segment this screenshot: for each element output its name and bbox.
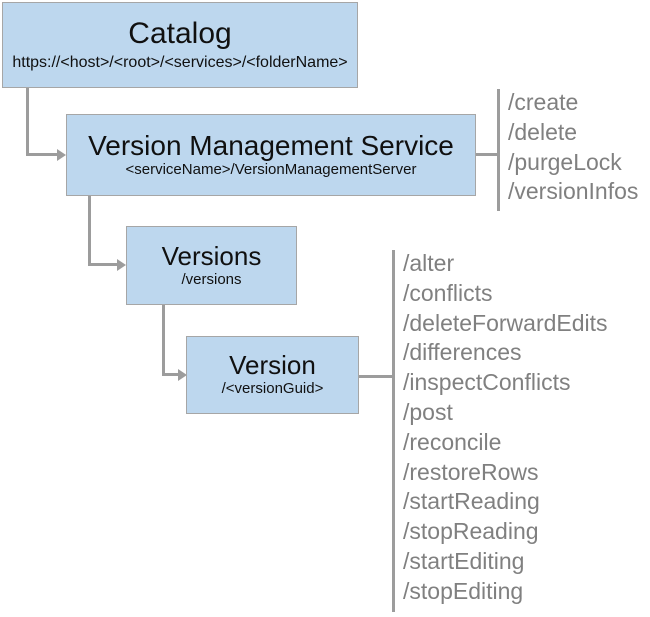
list-item: /differences — [403, 339, 522, 366]
list-item: /inspectConflicts — [403, 369, 571, 396]
list-item: /conflicts — [403, 279, 493, 306]
connector-versions-to-version-arm — [162, 373, 182, 376]
bracket-vms-operations — [497, 89, 500, 211]
list-item: /purgeLock — [508, 148, 622, 175]
list-item: /delete — [508, 118, 578, 145]
connector-versions-to-version-stem — [162, 305, 165, 375]
list-item: /create — [508, 89, 579, 115]
list-item: /reconcile — [403, 428, 502, 455]
node-versions-title: Versions — [161, 240, 262, 271]
list-item: /stopReading — [403, 518, 539, 545]
leader-line-version-operations — [359, 375, 394, 378]
list-item: /startReading — [403, 488, 540, 515]
node-version-management-service: Version Management Service <serviceName>… — [66, 114, 476, 196]
node-catalog-subtitle: https://<host>/<root>/<services>/<folder… — [12, 53, 348, 71]
connector-vms-to-versions-stem — [88, 196, 91, 265]
arrow-head-to-versions — [117, 259, 126, 271]
node-catalog: Catalog https://<host>/<root>/<services>… — [2, 2, 358, 88]
node-vms-title: Version Management Service — [88, 130, 454, 162]
list-item: /alter — [403, 250, 455, 276]
node-version: Version /<versionGuid> — [186, 336, 359, 414]
node-catalog-title: Catalog — [128, 17, 232, 51]
connector-catalog-to-vms-stem — [26, 88, 29, 156]
version-operations-list: /alter /conflicts /deleteForwardEdits /d… — [403, 249, 608, 607]
list-item: /startEditing — [403, 547, 525, 574]
list-item: /post — [403, 398, 453, 425]
arrow-head-to-vms — [57, 149, 66, 161]
list-item: /restoreRows — [403, 458, 539, 485]
arrow-head-to-version — [178, 369, 187, 381]
node-version-title: Version — [229, 350, 316, 381]
connector-vms-to-versions-arm — [88, 263, 120, 266]
node-versions: Versions /versions — [126, 226, 297, 305]
vms-operations-list: /create /delete /purgeLock /versionInfos — [508, 88, 638, 207]
node-versions-subtitle: /versions — [181, 270, 242, 288]
node-version-subtitle: /<versionGuid> — [221, 380, 324, 398]
list-item: /stopEditing — [403, 577, 524, 604]
list-item: /deleteForwardEdits — [403, 309, 608, 336]
leader-line-vms-operations — [476, 153, 499, 156]
bracket-version-operations — [392, 250, 395, 612]
connector-catalog-to-vms-arm — [26, 153, 60, 156]
node-vms-subtitle: <serviceName>/VersionManagementServer — [125, 161, 417, 179]
list-item: /versionInfos — [508, 178, 639, 205]
